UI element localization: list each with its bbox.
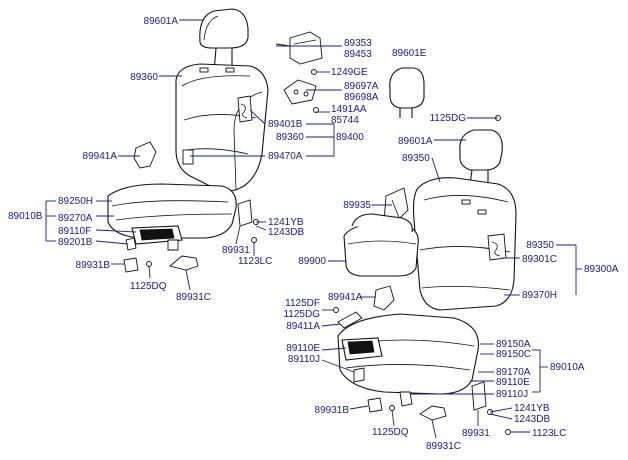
callout-89601A-right: 89601A — [398, 136, 433, 147]
callout-89353: 89353 — [344, 38, 372, 49]
callout-1243DB-mid: 1243DB — [268, 227, 304, 238]
callout-89400: 89400 — [336, 132, 364, 143]
clip-1491AA — [313, 107, 319, 113]
callout-1241YB-mid: 1241YB — [268, 217, 304, 228]
cover-89931C-left — [169, 255, 199, 271]
seat-cushion-left-seat — [107, 183, 237, 251]
callout-89697A: 89697A — [344, 81, 379, 92]
callout-1125DG-mid: 1125DG — [283, 309, 320, 320]
callout-89931C-left: 89931C — [176, 292, 211, 303]
callout-1123LC-bottom: 1123LC — [532, 428, 566, 439]
callout-1125DQ-left: 1125DQ — [130, 281, 167, 292]
callout-89931-bottom: 89931 — [462, 428, 490, 439]
callout-1125DF: 1125DF — [285, 298, 320, 309]
callout-89941A-left: 89941A — [83, 151, 118, 162]
callout-89931C-bottom: 89931C — [426, 441, 461, 452]
callout-89601A-top: 89601A — [144, 16, 179, 27]
callout-1125DG-right: 1125DG — [429, 113, 466, 124]
callout-89360-top: 89360 — [130, 72, 158, 83]
side-trim-left — [237, 199, 253, 227]
armrest-89900 — [343, 213, 419, 277]
callout-89900: 89900 — [298, 256, 326, 267]
headrest-89601E — [389, 67, 425, 118]
screw-1125DF — [333, 307, 339, 313]
callout-89110J-left: 89110J — [288, 354, 320, 365]
mounting-plate-89697A — [283, 79, 317, 105]
callout-89370H: 89370H — [522, 290, 557, 301]
leader-lines — [45, 19, 582, 439]
callout-89110E-left: 89110E — [286, 343, 320, 354]
callout-89350-top: 89350 — [402, 153, 430, 164]
bolt-1123LC-right — [505, 429, 511, 435]
side-trim-right — [471, 381, 487, 411]
callout-89010A: 89010A — [550, 362, 585, 373]
callout-89270A: 89270A — [58, 213, 93, 224]
callout-89350-right: 89350 — [526, 240, 554, 251]
callout-1249GE: 1249GE — [331, 67, 368, 78]
seat-cushion-right-seat — [337, 313, 480, 407]
callout-89110F: 89110F — [58, 226, 91, 237]
callout-89150A: 89150A — [496, 339, 531, 350]
callout-89300A: 89300A — [584, 264, 619, 275]
callout-89931B-bottom: 89931B — [315, 405, 350, 416]
callout-89010B: 89010B — [8, 211, 43, 222]
callout-89360-mid: 89360 — [276, 132, 304, 143]
callout-89931-mid: 89931 — [222, 245, 250, 256]
headrest-right-seat — [459, 129, 503, 185]
callout-1125DQ-bottom: 1125DQ — [372, 427, 409, 438]
hinge-bracket-left — [133, 141, 157, 169]
callout-89931B-left: 89931B — [76, 260, 111, 271]
cover-89931B-left — [123, 257, 139, 273]
callout-89698A: 89698A — [344, 92, 379, 103]
cover-89931C-right — [419, 405, 447, 421]
callout-1241YB-bottom: 1241YB — [514, 403, 550, 414]
headrest-guide-bracket — [275, 31, 323, 65]
seatback-right-seat — [412, 177, 517, 311]
headrest-left-seat — [199, 8, 249, 73]
callout-89401B: 89401B — [268, 119, 303, 130]
screw-1125DQ-right — [389, 405, 395, 411]
bolt-1123LC-left — [251, 237, 257, 243]
callout-89935: 89935 — [343, 200, 371, 211]
callout-89601E: 89601E — [392, 48, 427, 59]
seatback-left-seat — [175, 63, 269, 192]
callout-89301C: 89301C — [522, 254, 557, 265]
callout-85744: 85744 — [331, 115, 359, 126]
hinge-bracket-right — [373, 285, 395, 311]
callout-89201B: 89201B — [58, 237, 93, 248]
callout-89110E-right: 89110E — [496, 377, 530, 388]
callout-89470A: 89470A — [268, 151, 303, 162]
cover-89931B-right — [367, 397, 383, 413]
callout-89110J-right: 89110J — [496, 389, 528, 400]
callout-1123LC-mid: 1123LC — [238, 256, 272, 267]
callout-89941A-mid: 89941A — [328, 292, 363, 303]
link-89411A — [337, 311, 363, 329]
screw-1125DQ-left — [146, 261, 152, 267]
callout-89150C: 89150C — [496, 349, 531, 360]
callout-89411A: 89411A — [286, 321, 320, 332]
screw-1249GE — [311, 69, 317, 75]
callout-1491AA: 1491AA — [331, 104, 367, 115]
callout-89170A: 89170A — [496, 367, 531, 378]
callout-1243DB-bottom: 1243DB — [514, 414, 550, 425]
callout-89250H: 89250H — [58, 196, 93, 207]
callout-89453: 89453 — [344, 49, 372, 60]
